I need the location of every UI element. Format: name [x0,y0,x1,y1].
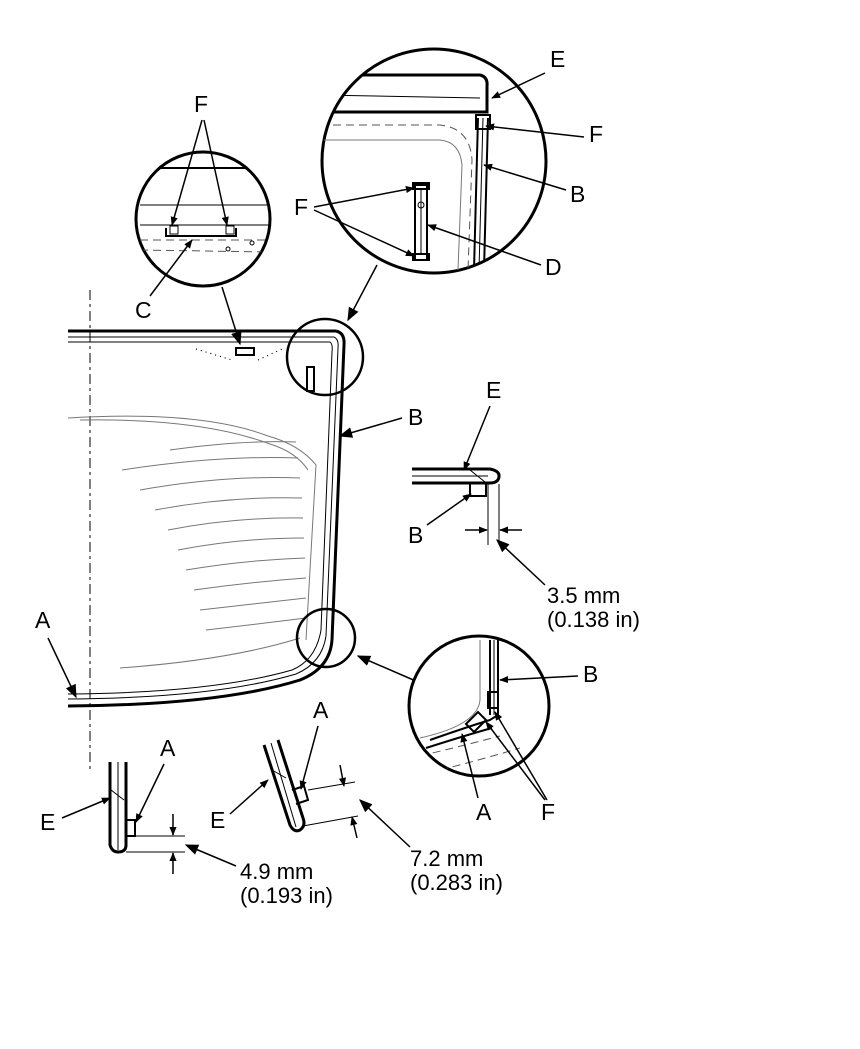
dim-3-5-mm: 3.5 mm [547,583,620,608]
dim-7-2-mm: 7.2 mm [410,846,483,871]
label-b-bottom-right: B [583,661,598,687]
windshield-right-edge [330,329,346,641]
label-a-center-section: A [313,697,329,723]
label-f-left-of-top-right: F [294,194,308,220]
arrow-to-top-right-corner [347,264,378,322]
clip-c-location [235,347,255,356]
label-a-bottom-right: A [476,799,492,825]
windshield-bottom-edge [67,639,334,708]
detail-circle-top-right [285,317,365,397]
dim-4-9-mm: 4.9 mm [240,859,313,884]
defroster-grid [119,441,307,669]
dim-0-193-in: (0.193 in) [240,883,333,908]
label-f-top-left: F [194,91,208,117]
label-f-top-right: F [589,121,603,147]
arrow-to-bottom-right-corner [356,655,419,683]
label-e-center-section: E [210,807,225,833]
arrow-to-clip-c [221,286,242,346]
detail-clip-c [134,150,272,288]
detail-bottom-right-corner [407,634,551,778]
label-a-left-section: A [160,735,176,761]
section-a-e-left [108,762,185,874]
detail-top-right-corner [320,47,548,275]
label-b-top-right: B [570,181,585,207]
label-e-left-section: E [40,809,55,835]
label-c: C [135,297,152,323]
dim-0-138-in: (0.138 in) [547,607,640,632]
detail-circle-bottom-right [295,607,357,669]
label-e-section: E [486,377,501,403]
label-b-main: B [408,404,423,430]
windshield-main-view [67,290,365,770]
section-a-e-center [262,739,359,839]
section-e-b [412,467,522,545]
dim-0-283-in: (0.283 in) [410,870,503,895]
label-e-top-right: E [550,46,565,72]
label-a-main: A [35,607,51,633]
label-f-bottom-right: F [541,799,555,825]
label-b-section: B [408,522,423,548]
clip-d-location [306,366,315,392]
label-d: D [545,254,562,280]
